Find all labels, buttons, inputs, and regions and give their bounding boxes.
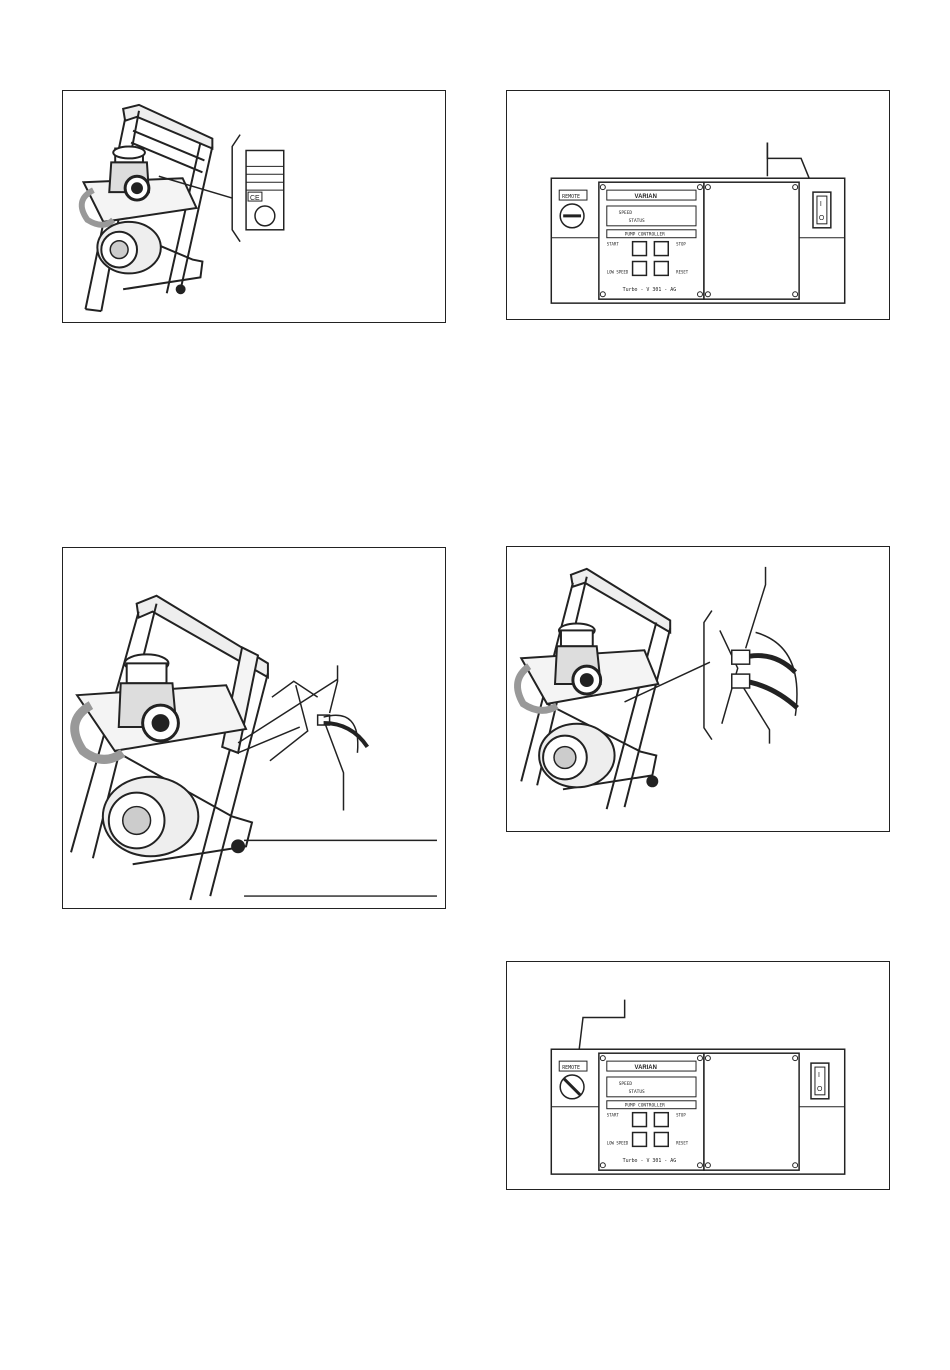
turbo-pump-icon — [109, 147, 149, 201]
power-switch-off: O — [817, 1086, 823, 1093]
model-label: Turbo - V 301 - AG — [623, 287, 677, 293]
low-speed-label: LOW SPEED — [607, 1140, 629, 1145]
backing-pump-icon — [97, 222, 185, 294]
cable-connector-detail — [270, 685, 367, 761]
controller-switch-drawing: REMOTE VARIAN SPEED STATUS PUMP CONTROLL… — [507, 91, 889, 319]
label-plate: CE — [246, 150, 284, 229]
low-speed-label: LOW SPEED — [607, 269, 629, 274]
start-label: START — [607, 242, 620, 247]
figure-cart-connectors — [506, 546, 890, 832]
cart-frame — [82, 105, 213, 311]
cart-cable-drawing — [63, 548, 445, 908]
display-line-2: STATUS — [629, 218, 645, 224]
model-label: Turbo - V 301 - AG — [623, 1158, 677, 1164]
stop-button — [654, 242, 668, 256]
start-button — [633, 1113, 647, 1127]
power-switch-on: I — [820, 201, 822, 208]
stop-label: STOP — [676, 242, 686, 247]
power-switch-off: O — [819, 215, 825, 222]
brand-label: VARIAN — [635, 194, 657, 200]
brand-label: VARIAN — [635, 1065, 657, 1071]
display-line-2: STATUS — [629, 1089, 645, 1095]
panel-title: PUMP CONTROLLER — [625, 1103, 666, 1109]
reset-label: RESET — [676, 1140, 689, 1145]
power-switch: I O — [813, 192, 831, 228]
stop-label: STOP — [676, 1113, 686, 1118]
figure-cart-cable — [62, 547, 446, 909]
start-label: START — [607, 1113, 620, 1118]
start-button — [633, 242, 647, 256]
reset-button — [654, 1132, 668, 1146]
blank-panel — [704, 182, 799, 299]
cart-connectors-drawing — [507, 547, 889, 831]
ce-mark: CE — [250, 195, 260, 202]
turbo-pump-icon — [555, 623, 601, 694]
figure-controller-remote: REMOTE VARIAN SPEED STATUS PUMP CONTROLL… — [506, 961, 890, 1190]
low-speed-button — [633, 1132, 647, 1146]
low-speed-button — [633, 262, 647, 276]
cart-frame — [71, 596, 268, 900]
power-switch: I O — [811, 1063, 829, 1099]
power-switch-on: I — [818, 1072, 820, 1079]
connector-detail — [720, 630, 797, 723]
cart-label-drawing: CE — [63, 91, 445, 322]
panel-title: PUMP CONTROLLER — [625, 232, 666, 238]
reset-button — [654, 262, 668, 276]
display-line-1: SPEED — [619, 1081, 633, 1087]
turbo-pump-icon — [119, 654, 179, 741]
controller-remote-drawing: REMOTE VARIAN SPEED STATUS PUMP CONTROLL… — [507, 962, 889, 1189]
remote-label: REMOTE — [562, 194, 580, 200]
stop-button — [654, 1113, 668, 1127]
figure-controller-switch: REMOTE VARIAN SPEED STATUS PUMP CONTROLL… — [506, 90, 890, 320]
blank-panel — [704, 1053, 799, 1170]
figure-cart-label: CE — [62, 90, 446, 323]
reset-label: RESET — [676, 269, 689, 274]
display-line-1: SPEED — [619, 210, 633, 216]
remote-label: REMOTE — [562, 1065, 580, 1071]
